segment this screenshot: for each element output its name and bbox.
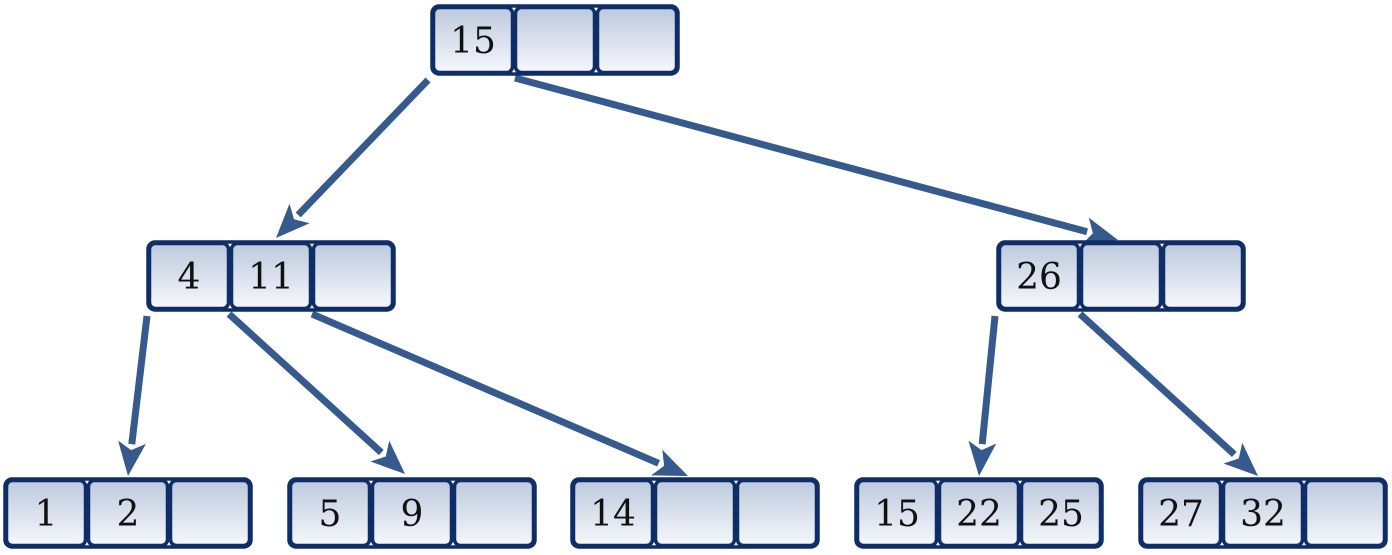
- key-cell-box: [1161, 241, 1245, 311]
- key-cell-box: [311, 241, 395, 311]
- edge-line: [128, 315, 151, 445]
- key-cell-box: [595, 5, 679, 75]
- key-cell-box: [1079, 241, 1163, 311]
- node-outline: [570, 477, 820, 549]
- node-leaf-3: 14: [570, 477, 820, 549]
- key-cell-box: [653, 478, 737, 548]
- node-outline: [1138, 477, 1388, 549]
- key-cell: [311, 241, 395, 311]
- node-root: 15: [430, 4, 680, 76]
- key-value: 15: [450, 21, 496, 62]
- key-cell: 5: [288, 478, 372, 548]
- key-value: 2: [117, 494, 140, 535]
- node-outline: [287, 477, 537, 549]
- key-cell: 22: [937, 478, 1021, 548]
- key-value: 22: [956, 494, 1002, 535]
- key-value: 1: [35, 494, 58, 535]
- edge-line: [514, 74, 1089, 236]
- arrowhead-icon: [370, 440, 405, 474]
- key-cell: 11: [229, 241, 313, 311]
- node-outline: [3, 477, 253, 549]
- key-cell: 4: [147, 241, 231, 311]
- arrowhead-icon: [1223, 442, 1258, 476]
- edge-line: [295, 77, 431, 218]
- node-outline: [146, 240, 396, 312]
- key-cell: [653, 478, 737, 548]
- key-value: 32: [1240, 494, 1286, 535]
- key-cell: [1161, 241, 1245, 311]
- key-cell: 1: [4, 478, 88, 548]
- key-value: 15: [874, 494, 920, 535]
- key-cell-box: [1303, 478, 1387, 548]
- arrowhead-icon: [651, 449, 688, 476]
- edge-line: [226, 311, 384, 456]
- arrowhead-icon: [118, 440, 146, 476]
- key-cell: 2: [86, 478, 170, 548]
- edge-internal-right-to-leaf-4: [968, 315, 999, 476]
- node-internal-right: 26: [996, 240, 1246, 312]
- key-value: 5: [319, 494, 342, 535]
- node-leaf-4: 15 22 25: [854, 477, 1104, 549]
- key-value: 14: [590, 494, 636, 535]
- key-cell: 15: [431, 5, 515, 75]
- edge-line: [310, 310, 660, 467]
- edge-internal-right-to-leaf-5: [1077, 311, 1258, 476]
- key-value: 11: [248, 257, 294, 298]
- key-cell: [168, 478, 252, 548]
- key-cell-box: [168, 478, 252, 548]
- arrowhead-icon: [968, 440, 997, 476]
- edge-internal-left-to-leaf-2: [226, 311, 405, 474]
- key-cell: [735, 478, 819, 548]
- key-value: 27: [1158, 494, 1204, 535]
- key-cell: [1303, 478, 1387, 548]
- key-cell: [513, 5, 597, 75]
- edge-internal-left-to-leaf-3: [310, 310, 688, 476]
- node-outline: [854, 477, 1104, 549]
- key-cell: [595, 5, 679, 75]
- node-outline: [430, 4, 680, 76]
- node-outline: [996, 240, 1246, 312]
- key-cell: 15: [855, 478, 939, 548]
- edge-line: [978, 315, 999, 445]
- edge-line: [1077, 311, 1237, 458]
- node-internal-left: 4 11: [146, 240, 396, 312]
- key-cell: [452, 478, 536, 548]
- key-cell: [1079, 241, 1163, 311]
- key-value: 26: [1016, 257, 1062, 298]
- key-cell: 26: [997, 241, 1081, 311]
- arrowhead-icon: [276, 203, 310, 238]
- edge-internal-left-to-leaf-1: [118, 315, 151, 476]
- key-cell: 32: [1221, 478, 1305, 548]
- key-cell: 25: [1019, 478, 1103, 548]
- key-cell-box: [735, 478, 819, 548]
- key-value: 25: [1038, 494, 1084, 535]
- key-cell-box: [452, 478, 536, 548]
- edge-root-to-internal-left: [276, 77, 431, 238]
- key-cell: 14: [571, 478, 655, 548]
- key-value: 9: [401, 494, 424, 535]
- edge-root-to-internal-right: [514, 74, 1118, 245]
- key-cell: 27: [1139, 478, 1223, 548]
- key-cell-box: [513, 5, 597, 75]
- edges-layer: [118, 74, 1258, 476]
- key-value: 4: [178, 257, 201, 298]
- key-cell: 9: [370, 478, 454, 548]
- node-leaf-5: 27 32: [1138, 477, 1388, 549]
- arrowhead-icon: [1081, 217, 1118, 245]
